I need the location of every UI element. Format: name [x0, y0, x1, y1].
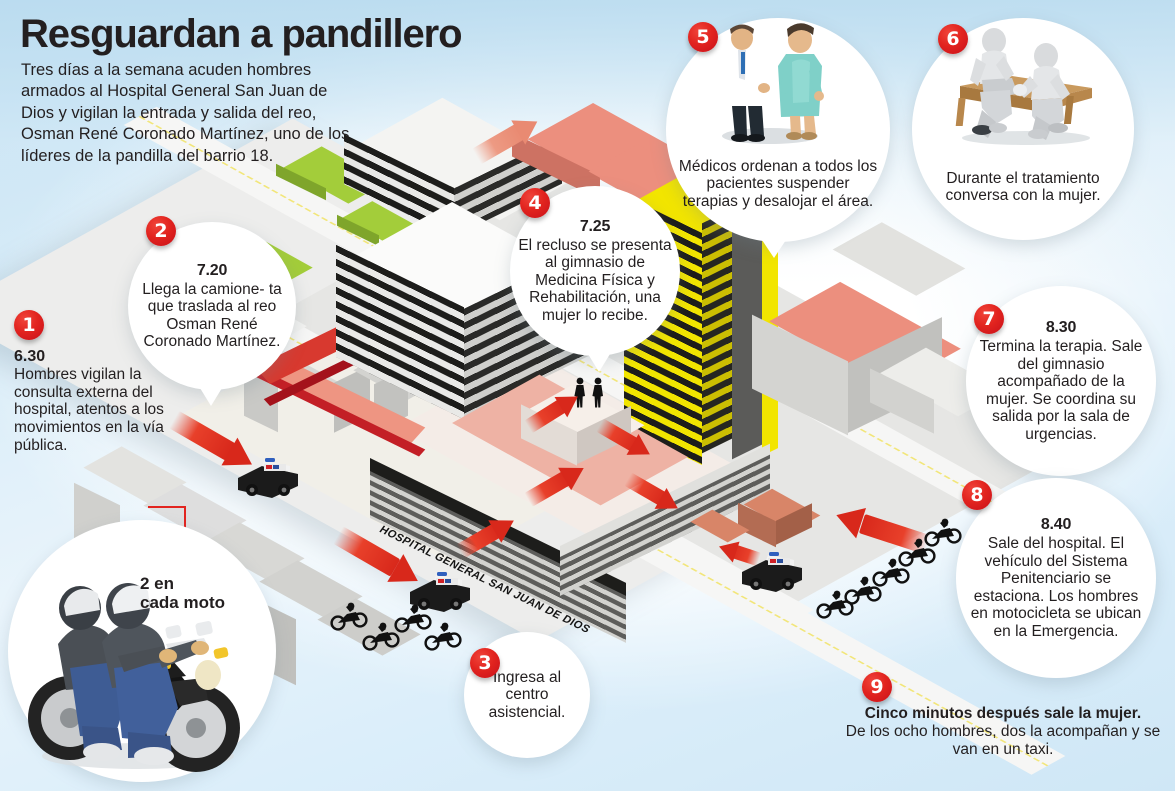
step-number-6: 6 — [938, 24, 968, 54]
step-number-9: 9 — [862, 672, 892, 702]
step-2-callout: 7.20 Llega la camione- ta que traslada a… — [128, 222, 296, 406]
moto-label: 2 en cada moto — [140, 574, 225, 612]
therapy-session-illustration — [955, 28, 1092, 145]
motorcycle-icon-5 — [816, 590, 854, 619]
motorcycle-icon-7 — [872, 558, 910, 587]
step-4-callout: 7.25 El recluso se presenta al gimnasio … — [510, 186, 680, 372]
step-9-callout: Cinco minutos después sale la mujer. De … — [838, 705, 1168, 759]
step-5-callout: Médicos ordenan a todos los pacientes su… — [666, 18, 890, 258]
step-number-5: 5 — [688, 22, 718, 52]
step-8-callout: 8.40 Sale del hospital. El vehículo del … — [956, 478, 1156, 678]
step-1-time: 6.30 — [14, 348, 46, 365]
motorcycle-icon-2 — [362, 622, 400, 651]
doctor-and-patient-illustration — [721, 23, 824, 144]
police-truck-3-icon — [742, 552, 802, 592]
step-7-callout: 8.30 Termina la terapia. Sale del gimnas… — [966, 286, 1156, 476]
page-title: Resguardan a pandillero — [20, 12, 463, 56]
step-7-text: Termina la terapia. Sale del gimnasio ac… — [979, 338, 1143, 443]
step-number-2: 2 — [146, 216, 176, 246]
motorcycle-icon-6 — [844, 576, 882, 605]
step-number-3: 3 — [470, 648, 500, 678]
motorcycle-icon-8 — [898, 538, 936, 567]
moto-label-line1: 2 en — [140, 574, 175, 593]
step-9-text: De los ocho hombres, dos la acompañan y … — [845, 722, 1161, 758]
step-5-text: Médicos ordenan a todos los pacientes su… — [678, 157, 878, 210]
step-4-text: El recluso se presenta al gimnasio de Me… — [518, 236, 672, 324]
step-6-callout: Durante el tratamiento conversa con la m… — [912, 18, 1134, 240]
step-8-text: Sale del hospital. El vehículo del Siste… — [970, 535, 1142, 640]
motorcycle-icon-4 — [424, 622, 462, 651]
motorcycle-icon-9 — [924, 518, 962, 547]
moto-label-line2: cada moto — [140, 593, 226, 613]
step-1-callout: 6.30 Hombres vigilan la consulta externa… — [14, 348, 164, 454]
intro-paragraph: Tres días a la semana acuden hombres arm… — [21, 61, 350, 165]
step-1-text: Hombres vigilan la consulta externa del … — [14, 366, 164, 454]
step-number-1: 1 — [14, 310, 44, 340]
step-6-text: Durante el tratamiento conversa con la m… — [945, 169, 1101, 205]
connector-horizontal — [148, 506, 184, 508]
step-9-headline: Cinco minutos después sale la mujer. — [864, 705, 1142, 722]
step-number-4: 4 — [520, 188, 550, 218]
step-2-text: Llega la camione- ta que traslada al reo… — [142, 280, 282, 351]
step-7-time: 8.30 — [1045, 319, 1077, 336]
motorcycle-icon-3 — [394, 604, 432, 633]
step-number-8: 8 — [962, 480, 992, 510]
step-4-time: 7.25 — [579, 217, 611, 235]
step-8-time: 8.40 — [1040, 516, 1072, 533]
step-3-text: Ingresa al centro asistencial. — [488, 668, 566, 721]
step-number-7: 7 — [974, 304, 1004, 334]
two-riders-motorcycle-illustration — [28, 583, 240, 772]
police-truck-2-icon — [410, 572, 470, 612]
police-truck-1-icon — [238, 458, 298, 498]
step-2-time: 7.20 — [196, 261, 228, 279]
pedestrian-silhouettes-icon — [574, 377, 603, 408]
motorcycle-icon-1 — [330, 602, 368, 631]
